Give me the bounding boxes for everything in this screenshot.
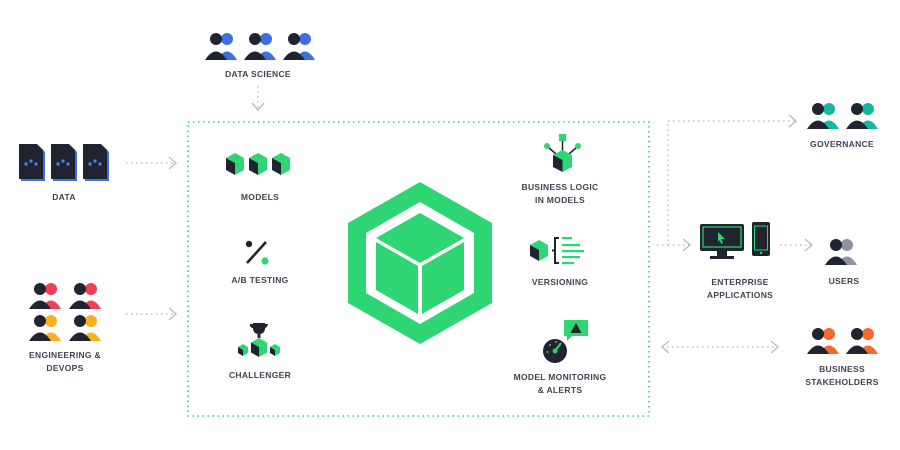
enterprise-arrowhead	[682, 238, 692, 252]
data-science-arrowhead	[251, 102, 265, 112]
stakeholders-label: BUSINESS STAKEHOLDERS	[805, 364, 879, 387]
data-files-icon	[19, 144, 109, 181]
models-label: MODELS	[240, 192, 280, 202]
data-arrowhead	[168, 156, 178, 170]
ab-testing-label: A/B TESTING	[231, 275, 289, 285]
challenger-label: CHALLENGER	[228, 370, 292, 380]
data-science-people-icon	[205, 33, 315, 60]
network-cube-icon	[544, 134, 581, 172]
monitoring-label: MODEL MONITORING & ALERTS	[513, 372, 607, 395]
users-arrowhead	[804, 238, 814, 252]
governance-people-icon	[807, 103, 878, 129]
platform-frame	[187, 121, 650, 417]
hexagon-cube-logo	[348, 182, 492, 344]
gauge-alert-icon	[543, 320, 588, 363]
users-label: USERS	[828, 276, 860, 286]
percent-icon	[245, 240, 269, 265]
stakeholders-arrowhead-right	[770, 340, 780, 354]
engineering-arrowhead	[168, 307, 178, 321]
stakeholders-people-icon	[807, 328, 878, 354]
trophy-cubes-icon	[238, 323, 280, 357]
data-science-label: DATA SCIENCE	[225, 69, 291, 79]
governance-label: GOVERNANCE	[810, 139, 874, 149]
models-cubes-icon	[226, 153, 290, 175]
enterprise-label: ENTERPRISE APPLICATIONS	[706, 277, 774, 300]
governance-arrowhead	[788, 114, 798, 128]
engineering-people-icon	[29, 283, 101, 341]
monitor-phone-icon	[700, 222, 770, 259]
data-label: DATA	[52, 192, 76, 202]
users-people-icon	[825, 239, 857, 265]
version-list-icon	[530, 237, 584, 265]
stakeholders-arrowhead-left	[660, 340, 670, 354]
versioning-label: VERSIONING	[531, 277, 589, 287]
business-logic-label: BUSINESS LOGIC IN MODELS	[521, 182, 599, 205]
engineering-label: ENGINEERING & DEVOPS	[29, 350, 101, 373]
governance-connector	[657, 120, 796, 246]
